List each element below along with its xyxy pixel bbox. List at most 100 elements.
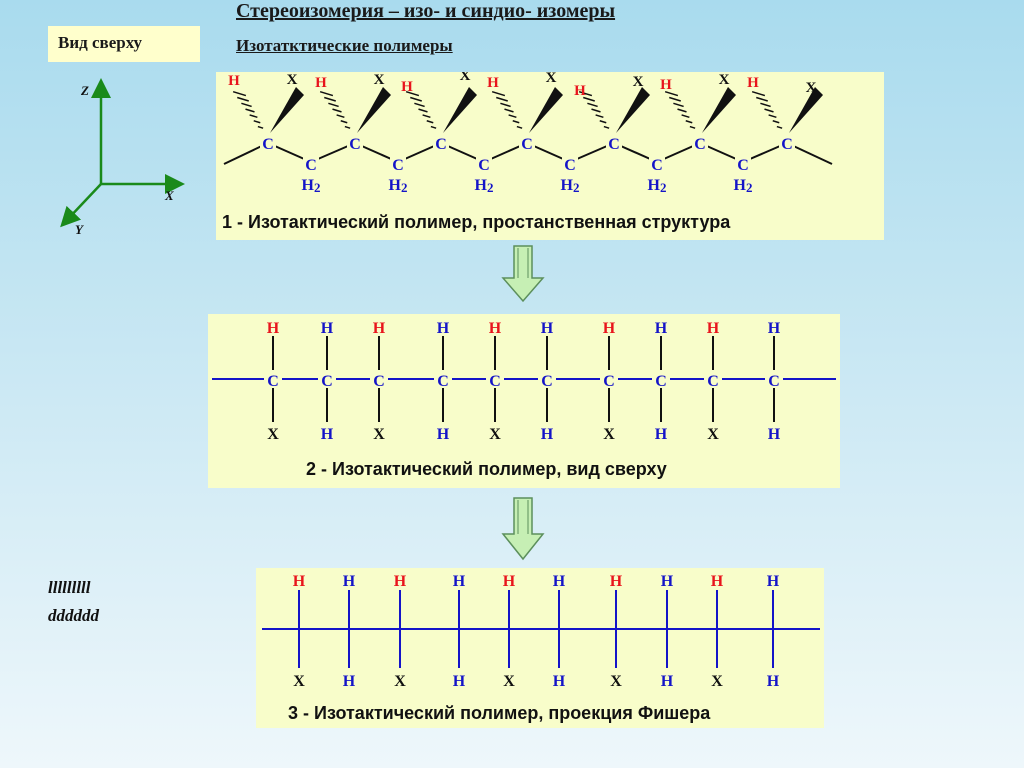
hashed-bond-segment: [332, 108, 342, 113]
x-substituent: X: [460, 72, 471, 84]
carbon-bg: [735, 155, 751, 171]
label-bg: [607, 570, 625, 590]
label-bg: [600, 316, 618, 336]
carbon-bg: [704, 370, 722, 388]
carbon-bg: [649, 155, 665, 171]
hashed-bond-segment: [344, 125, 351, 129]
carbon-bg: [347, 133, 363, 151]
carbon-atom: C: [768, 373, 780, 390]
label-bg: [340, 668, 358, 688]
label-bg: [434, 316, 452, 336]
carbon-bg: [519, 133, 535, 151]
top-substituent: H: [767, 573, 780, 590]
hashed-bond-segment: [508, 114, 517, 119]
x-substituent: X: [287, 72, 298, 88]
label-bg: [370, 316, 388, 336]
hashed-bond-segment: [583, 96, 595, 102]
top-substituent: H: [489, 320, 502, 337]
label-bg: [764, 570, 782, 590]
bottom-substituent: H: [541, 426, 554, 443]
label-bg: [391, 570, 409, 590]
label-bg: [550, 668, 568, 688]
carbon-bg: [538, 370, 556, 388]
label-bg: [318, 422, 336, 442]
hashed-bond-segment: [689, 125, 696, 129]
wedge-bond: [443, 87, 477, 133]
top-substituent: H: [373, 320, 386, 337]
label-bg: [658, 570, 676, 590]
top-substituent: H: [437, 320, 450, 337]
bottom-substituent: X: [707, 426, 719, 443]
hashed-bond-segment: [772, 120, 780, 124]
label-bg: [450, 668, 468, 688]
hashed-bond-segment: [418, 108, 428, 113]
hashed-bond-segment: [491, 90, 506, 97]
wedge-bond: [702, 87, 736, 133]
bottom-substituent: X: [293, 673, 305, 690]
h-atom: H: [487, 75, 499, 91]
hashed-bond-segment: [426, 120, 434, 124]
label-bg: [500, 668, 518, 688]
bottom-substituent: X: [610, 673, 622, 690]
panel1-caption: 1 - Изотактический полимер, простанствен…: [222, 212, 731, 232]
hashed-bond-segment: [599, 120, 607, 124]
coordinate-axes: Z X Y: [60, 78, 185, 237]
wedge-bond: [357, 87, 391, 133]
carbon-atom: C: [781, 136, 793, 153]
hashed-bond-segment: [603, 125, 610, 129]
hashed-bond-segment: [241, 102, 252, 108]
h-atom: H: [315, 75, 327, 91]
top-substituent: H: [661, 573, 674, 590]
carbon-bg: [476, 155, 492, 171]
x-substituent: X: [374, 72, 385, 88]
side-label-d: dddddd: [48, 606, 99, 625]
label-bg: [264, 316, 282, 336]
carbon-bg: [779, 133, 795, 151]
label-bg: [708, 570, 726, 590]
bottom-substituent: X: [373, 426, 385, 443]
bottom-substituent: H: [437, 426, 450, 443]
wedge-bond: [616, 87, 650, 133]
label-bg: [370, 422, 388, 442]
carbon-atom: C: [603, 373, 615, 390]
bottom-substituent: X: [394, 673, 406, 690]
top-substituent: H: [394, 573, 407, 590]
label-bg: [550, 570, 568, 590]
hashed-bond-segment: [410, 96, 422, 102]
y-axis: [60, 183, 102, 228]
hashed-bond-segment: [405, 90, 420, 97]
top-substituent: H: [711, 573, 724, 590]
hashed-bond-segment: [751, 90, 766, 97]
top-substituent: H: [453, 573, 466, 590]
bottom-substituent: H: [661, 673, 674, 690]
carbon-bg: [303, 155, 319, 171]
label-bg: [340, 570, 358, 590]
panel-top-view: [208, 314, 840, 488]
label-bg: [486, 316, 504, 336]
hashed-bond-segment: [324, 96, 336, 102]
top-substituent: H: [267, 320, 280, 337]
label-bg: [765, 422, 783, 442]
bottom-substituent: X: [603, 426, 615, 443]
carbon-bg: [562, 155, 578, 171]
hashed-bond-segment: [257, 125, 264, 129]
top-substituent: H: [610, 573, 623, 590]
carbon-atom: C: [489, 373, 501, 390]
hashed-bond-segment: [504, 108, 514, 113]
bottom-substituent: H: [768, 426, 781, 443]
hashed-bond-segment: [340, 120, 348, 124]
hashed-bond-segment: [776, 125, 783, 129]
label-bg: [600, 422, 618, 442]
top-substituent: H: [503, 573, 516, 590]
hashed-bond-segment: [768, 114, 777, 119]
carbon-bg: [692, 133, 708, 151]
hashed-bond-segment: [422, 114, 431, 119]
hashed-bond-segment: [591, 108, 601, 113]
bottom-substituent: X: [503, 673, 515, 690]
label-bg: [704, 422, 722, 442]
hashed-bond-segment: [760, 102, 771, 108]
label-bg: [500, 570, 518, 590]
down-arrow: [501, 245, 545, 303]
